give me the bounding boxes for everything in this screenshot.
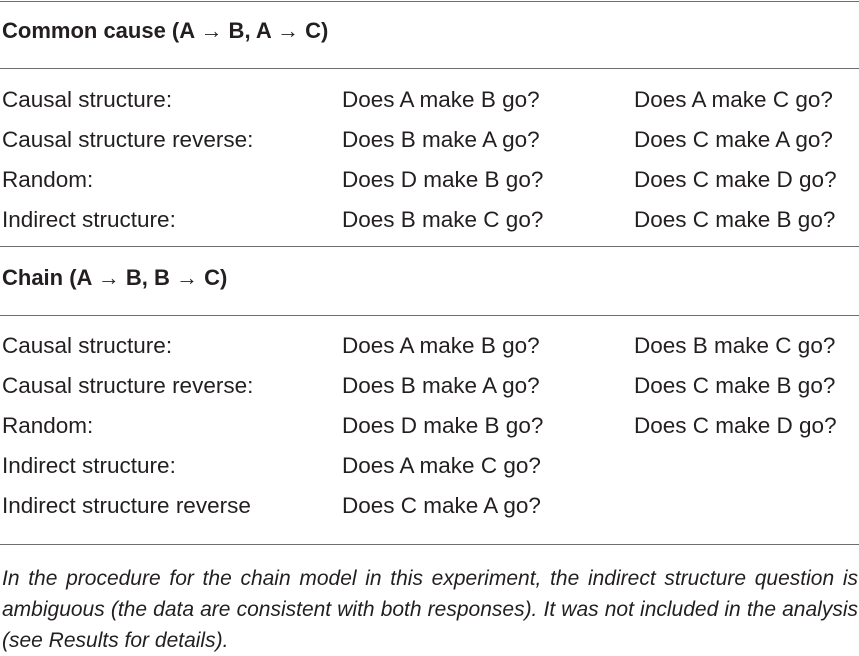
row-label: Indirect structure:	[2, 207, 176, 232]
question-1: Does A make C go?	[342, 453, 541, 478]
section-divider-rule	[0, 246, 859, 247]
question-2: Does B make C go?	[634, 333, 836, 358]
section-title-common-cause: Common cause (A → B, A → C)	[2, 18, 329, 43]
section-title-chain: Chain (A → B, B → C)	[2, 265, 228, 290]
row-label: Causal structure reverse:	[2, 373, 254, 398]
bottom-rule	[0, 544, 859, 545]
table-row: Random: Does D make B go? Does C make D …	[0, 164, 859, 196]
row-label: Random:	[2, 167, 94, 192]
question-2: Does A make C go?	[634, 87, 833, 112]
row-label: Causal structure reverse:	[2, 127, 254, 152]
table-row: Causal structure reverse: Does B make A …	[0, 124, 859, 156]
question-1: Does B make C go?	[342, 207, 544, 232]
question-1: Does B make A go?	[342, 373, 540, 398]
row-label: Indirect structure reverse	[2, 493, 251, 518]
table-row: Indirect structure: Does A make C go?	[0, 450, 859, 482]
question-1: Does D make B go?	[342, 413, 544, 438]
table-row: Causal structure: Does A make B go? Does…	[0, 84, 859, 116]
table-row: Causal structure reverse: Does B make A …	[0, 370, 859, 402]
question-2: Does C make D go?	[634, 413, 837, 438]
row-label: Random:	[2, 413, 94, 438]
top-rule	[0, 1, 859, 2]
question-2: Does C make A go?	[634, 127, 833, 152]
question-2: Does C make D go?	[634, 167, 837, 192]
question-1: Does A make B go?	[342, 87, 540, 112]
table-row: Causal structure: Does A make B go? Does…	[0, 330, 859, 362]
question-1: Does A make B go?	[342, 333, 540, 358]
row-label: Causal structure:	[2, 333, 173, 358]
table-row: Indirect structure reverse Does C make A…	[0, 490, 859, 522]
question-2: Does C make B go?	[634, 373, 836, 398]
table-row: Random: Does D make B go? Does C make D …	[0, 410, 859, 442]
section-2-rule	[0, 315, 859, 316]
row-label: Causal structure:	[2, 87, 173, 112]
question-2: Does C make B go?	[634, 207, 836, 232]
section-1-rule	[0, 68, 859, 69]
table-footnote: In the procedure for the chain model in …	[2, 567, 858, 652]
question-1: Does C make A go?	[342, 493, 541, 518]
row-label: Indirect structure:	[2, 453, 176, 478]
question-1: Does B make A go?	[342, 127, 540, 152]
table-row: Indirect structure: Does B make C go? Do…	[0, 204, 859, 236]
question-1: Does D make B go?	[342, 167, 544, 192]
